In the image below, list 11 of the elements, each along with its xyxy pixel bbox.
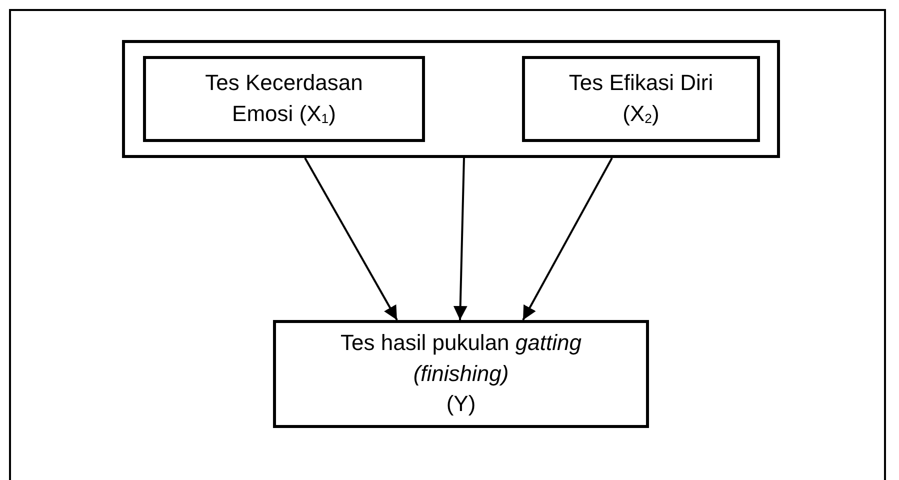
arrow	[522, 158, 613, 320]
arrow	[453, 158, 468, 320]
box-text: (Y)	[446, 390, 476, 418]
text-box	[273, 320, 649, 428]
arrow	[304, 158, 398, 320]
text-box	[143, 56, 425, 142]
box-text: Tes Kecerdasan Emosi (X$_{1}$)	[204, 69, 364, 128]
box-text: Tes Efikasi Diri (X$_{2}$)	[568, 69, 714, 128]
text-box	[522, 56, 760, 142]
group-box	[122, 40, 780, 158]
box-text: Tes hasil pukulan gatting (finishing)	[340, 328, 582, 388]
